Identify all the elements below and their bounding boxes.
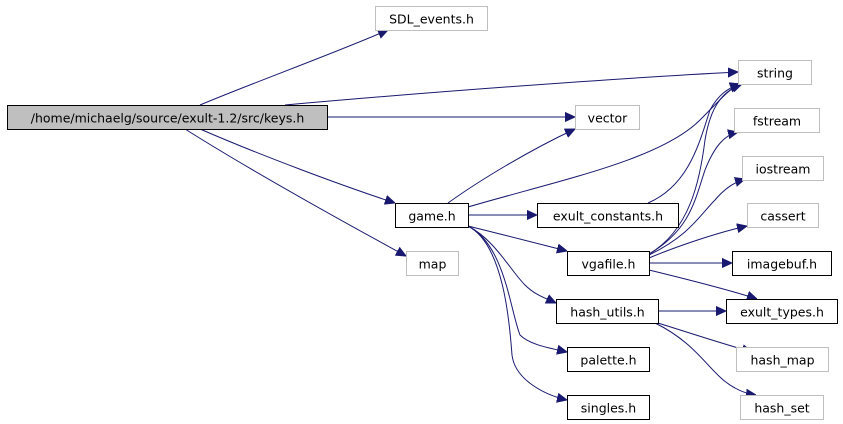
node-label: string <box>757 66 793 81</box>
node-label: fstream <box>753 114 801 129</box>
edge-exconst-to-string <box>647 84 740 204</box>
node-box[interactable] <box>395 203 469 228</box>
node-box[interactable] <box>556 299 659 324</box>
node-sdl: SDL_events.h <box>375 6 488 31</box>
node-iostream: iostream <box>742 156 824 181</box>
edges-layer <box>184 30 757 400</box>
node-label: vgafile.h <box>582 257 636 272</box>
node-label: imagebuf.h <box>747 257 817 272</box>
node-label: exult_types.h <box>740 305 824 320</box>
node-label: game.h <box>408 209 455 224</box>
edge-game-to-palette <box>467 225 567 352</box>
node-label: /home/michaelg/source/exult-1.2/src/keys… <box>31 111 305 126</box>
edge-keys-to-map <box>184 128 406 256</box>
node-label: vector <box>588 111 629 126</box>
node-extypes[interactable]: exult_types.h <box>726 299 838 324</box>
node-cassert: cassert <box>747 203 819 228</box>
node-exconst[interactable]: exult_constants.h <box>537 203 679 228</box>
node-box <box>575 105 640 130</box>
edge-vgafile-to-string <box>648 84 742 255</box>
edge-keys-to-game <box>199 128 395 203</box>
node-box <box>742 156 824 181</box>
node-box <box>738 60 812 85</box>
node-box[interactable] <box>537 203 679 228</box>
node-palette[interactable]: palette.h <box>567 347 650 372</box>
node-label: exult_constants.h <box>553 209 663 224</box>
edge-keys-to-sdl <box>199 30 388 106</box>
node-hashutils[interactable]: hash_utils.h <box>556 299 659 324</box>
node-box[interactable] <box>7 105 328 130</box>
edge-vgafile-to-extypes <box>648 269 757 299</box>
node-label: hash_map <box>750 353 814 368</box>
edge-vgafile-to-cassert <box>648 226 747 259</box>
node-hashmap: hash_map <box>736 347 829 372</box>
node-box <box>734 108 820 133</box>
node-label: cassert <box>760 209 805 224</box>
edge-vgafile-to-iostream <box>648 179 745 256</box>
node-label: palette.h <box>580 353 636 368</box>
node-string: string <box>738 60 812 85</box>
node-box[interactable] <box>567 395 650 420</box>
edge-game-to-vgafile <box>467 225 567 251</box>
node-box[interactable] <box>726 299 838 324</box>
node-box <box>747 203 819 228</box>
node-keys[interactable]: /home/michaelg/source/exult-1.2/src/keys… <box>7 105 328 130</box>
node-hashset: hash_set <box>740 395 824 420</box>
node-imagebuf[interactable]: imagebuf.h <box>732 251 832 276</box>
node-label: map <box>419 257 447 272</box>
node-box <box>736 347 829 372</box>
edge-game-to-vector <box>447 129 575 204</box>
node-vector: vector <box>575 105 640 130</box>
node-box[interactable] <box>567 347 650 372</box>
node-box <box>740 395 824 420</box>
node-box <box>375 6 488 31</box>
edge-game-to-hashutils <box>467 225 556 303</box>
edge-keys-to-string <box>284 72 738 106</box>
node-map: map <box>406 251 459 276</box>
edge-hashutils-to-hashset <box>654 322 756 395</box>
node-fstream: fstream <box>734 108 820 133</box>
node-box[interactable] <box>567 251 650 276</box>
node-label: iostream <box>756 162 811 177</box>
node-label: singles.h <box>581 401 636 416</box>
node-label: hash_utils.h <box>570 305 644 320</box>
node-label: SDL_events.h <box>389 12 474 27</box>
node-vgafile[interactable]: vgafile.h <box>567 251 650 276</box>
node-game[interactable]: game.h <box>395 203 469 228</box>
node-singles[interactable]: singles.h <box>567 395 650 420</box>
edge-vgafile-to-fstream <box>648 132 738 255</box>
edge-game-to-singles <box>467 225 567 400</box>
nodes-layer: /home/michaelg/source/exult-1.2/src/keys… <box>7 6 838 420</box>
node-box <box>406 251 459 276</box>
node-label: hash_set <box>754 401 809 416</box>
node-box[interactable] <box>732 251 832 276</box>
